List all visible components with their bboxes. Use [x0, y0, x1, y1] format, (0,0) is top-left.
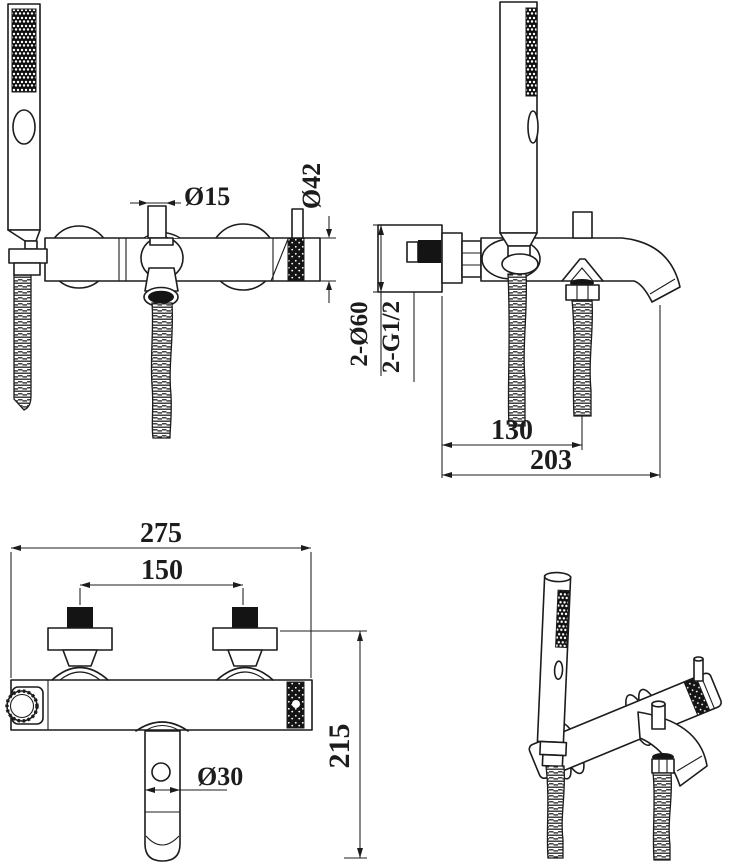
dim-phi42-group: Ø42	[297, 163, 336, 303]
iso-spray-face	[555, 589, 570, 649]
side-hose-right[interactable]	[571, 299, 594, 417]
iso-spout[interactable]	[637, 711, 708, 787]
iso-hose-left[interactable]	[545, 765, 566, 859]
aerator	[565, 279, 600, 301]
dim-203-group: 203	[442, 305, 661, 478]
shower-hose-left[interactable]	[13, 274, 32, 411]
dim-130: 130	[491, 415, 533, 446]
iso-rod	[693, 656, 704, 682]
shower-holder[interactable]	[8, 248, 48, 264]
dim-2phi60: 2-Ø60	[346, 301, 373, 366]
shower-hose-center[interactable]	[150, 302, 174, 439]
iso-hand-shower[interactable]	[536, 571, 573, 768]
mixer-body	[44, 208, 321, 282]
dim-2g12-group: 2-G1/2	[378, 292, 415, 382]
hand-shower[interactable]	[7, 3, 48, 276]
plan-view: 275 150 Ø30 215	[5, 518, 367, 862]
iso-aerator	[651, 753, 675, 774]
diverter-knob[interactable]	[572, 211, 593, 239]
inlet-valve-right	[212, 607, 278, 681]
hand-shower-side[interactable]	[499, 1, 539, 275]
dim-phi30: Ø30	[197, 762, 243, 791]
mode-button[interactable]	[12, 109, 36, 145]
diverter-pipe[interactable]	[147, 205, 167, 239]
spray-face-side	[525, 7, 538, 97]
dim-215: 215	[323, 724, 356, 769]
spout-outlet	[148, 290, 174, 304]
band-dot	[292, 700, 300, 708]
holder-ring[interactable]	[501, 253, 539, 275]
dim-phi15: Ø15	[184, 182, 230, 211]
grip-band	[287, 237, 305, 282]
side-hose-left[interactable]	[507, 273, 528, 427]
wall-flange	[377, 224, 482, 293]
dim-275-group: 275	[10, 518, 312, 678]
holder-knob[interactable]	[5, 686, 44, 725]
spout-hole	[151, 762, 171, 782]
spout-assembly	[140, 205, 184, 308]
spout-plan[interactable]	[135, 721, 189, 862]
dim-2phi60-group: 2-Ø60	[346, 224, 389, 376]
dim-215-group: 215	[280, 630, 367, 859]
inlet-connection	[418, 240, 441, 263]
dim-130-group: 130	[441, 296, 583, 478]
dim-phi15-group: Ø15	[130, 182, 230, 211]
dim-phi42: Ø42	[297, 163, 326, 209]
mode-button-side[interactable]	[527, 110, 539, 144]
front-view: Ø15 Ø42	[7, 3, 336, 439]
iso-diverter-knob[interactable]	[651, 700, 666, 730]
dim-203: 203	[530, 445, 572, 476]
temperature-rod[interactable]	[291, 208, 304, 239]
side-view: 2-Ø60 2-G1/2 130 203	[346, 1, 681, 478]
dim-275: 275	[140, 518, 182, 549]
iso-hose-right[interactable]	[652, 772, 673, 861]
dim-2g12: 2-G1/2	[378, 301, 405, 373]
inlet-valve-left	[47, 607, 113, 681]
isometric-view	[528, 571, 722, 861]
dim-150-group: 150	[79, 555, 244, 605]
dim-150: 150	[141, 555, 183, 586]
spray-face	[11, 8, 37, 93]
dim-phi30-group: Ø30	[145, 762, 243, 793]
